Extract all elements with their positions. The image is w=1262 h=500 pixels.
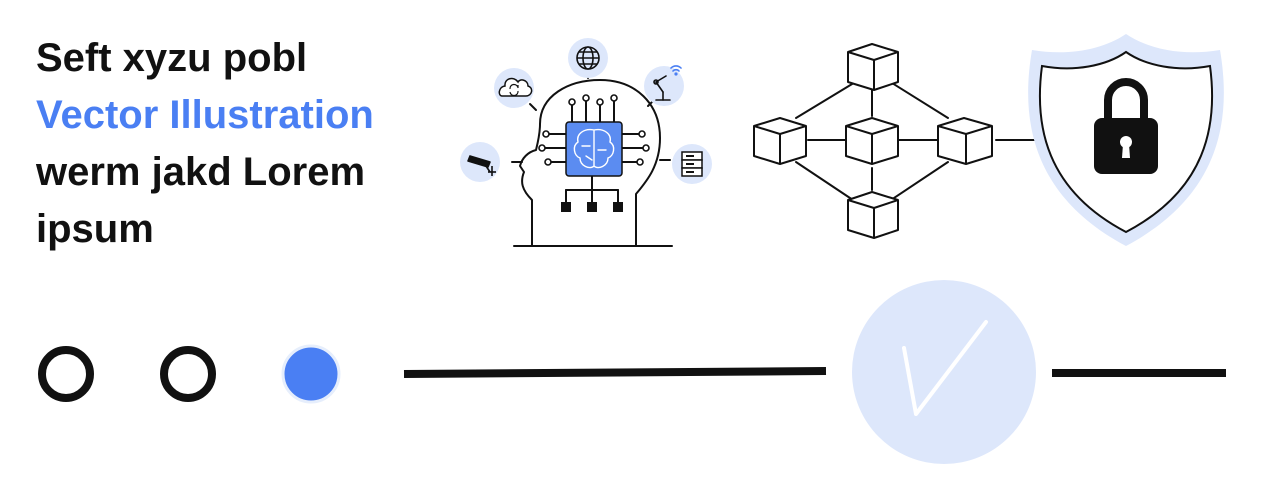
step-1-dot	[38, 346, 94, 402]
block-cube-left	[753, 117, 807, 165]
step-indicator	[38, 344, 341, 404]
headline-line-3: werm jakd Lorem	[36, 150, 366, 194]
block-cube-bottom	[847, 191, 899, 239]
headline: Seft xyzu pobl Vector Illustration werm …	[36, 30, 456, 258]
shield-lock-icon	[1028, 34, 1224, 246]
server-icon	[672, 144, 712, 184]
step-3-dot-active	[281, 344, 341, 404]
brain-chip-icon	[565, 121, 623, 177]
step-2-dot	[160, 346, 216, 402]
block-cube-right	[937, 117, 993, 165]
block-cube-top	[847, 43, 899, 91]
ai-head-output-nodes	[561, 202, 623, 212]
block-cube-center	[845, 117, 899, 165]
ai-head-pin-dots	[538, 94, 650, 166]
checkmark-icon	[852, 280, 1036, 464]
headline-line-1: Seft xyzu pobl	[36, 36, 308, 80]
headline-line-2: Vector Illustration	[36, 93, 374, 137]
security-camera-icon	[460, 142, 500, 182]
blockchain-network-icon	[795, 77, 1041, 203]
progress-line-left	[403, 367, 827, 378]
cloud-sync-icon	[494, 68, 534, 108]
globe-icon	[568, 38, 608, 78]
headline-line-4: ipsum	[36, 207, 154, 251]
ai-head-icon	[511, 69, 673, 247]
robot-arm-icon	[644, 65, 684, 106]
